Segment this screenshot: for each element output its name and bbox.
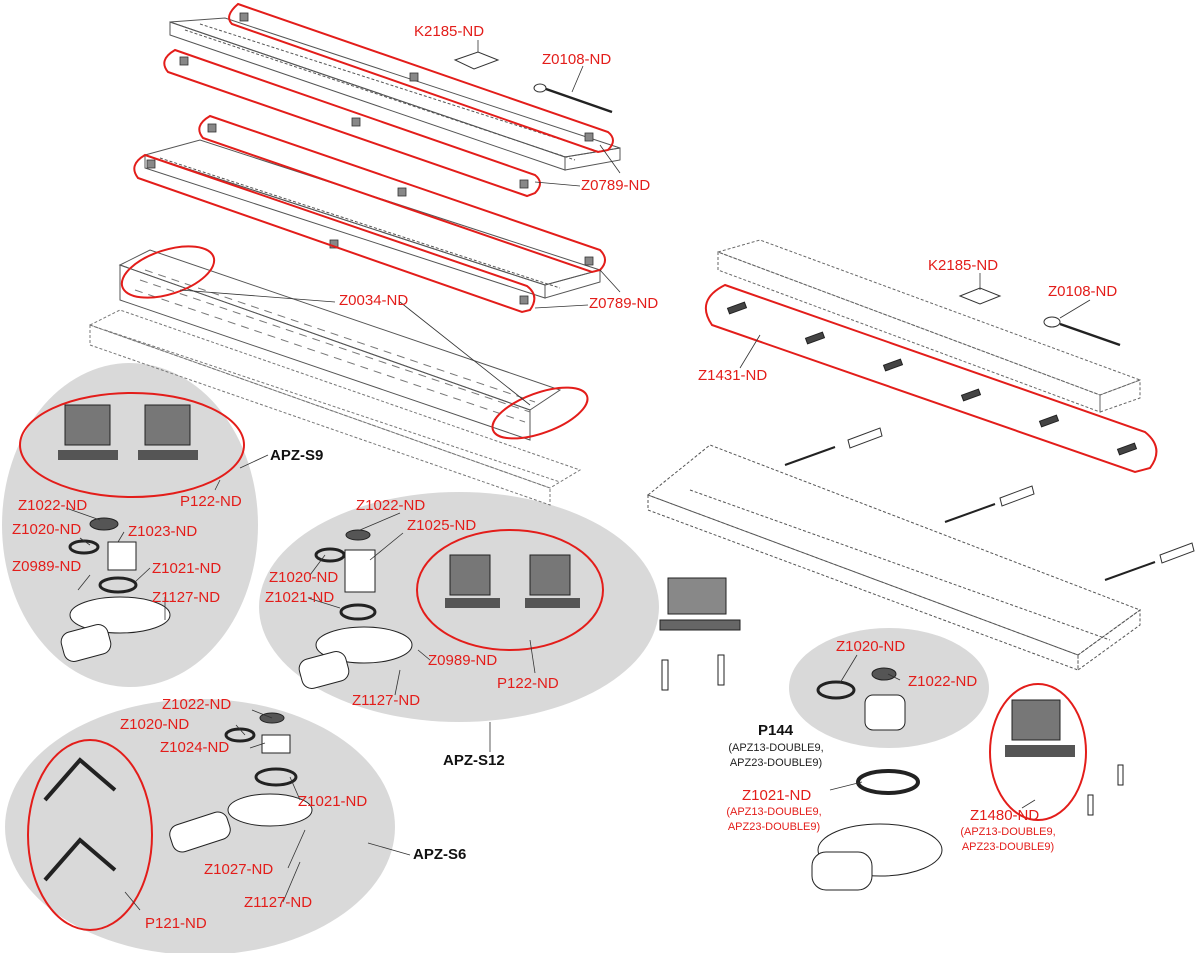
top-grate-frame <box>169 17 621 171</box>
label-s9-z1127: Z1127-ND <box>152 589 221 606</box>
group-p144: P144 <box>758 722 794 739</box>
label-s12-z1127: Z1127-ND <box>352 692 421 709</box>
highlight-bars-left <box>133 2 614 314</box>
label-s12-z1020: Z1020-ND <box>269 569 339 586</box>
key-plate-right <box>958 287 1121 347</box>
label-s12-z0989: Z0989-ND <box>428 652 498 669</box>
label-s6-z1027: Z1027-ND <box>204 861 274 878</box>
label-s9-z1022: Z1022-ND <box>18 497 88 514</box>
p144-note-line2: APZ23-DOUBLE9) <box>729 757 823 769</box>
label-s6-z1021: Z1021-ND <box>298 793 368 810</box>
label-k2185-top: K2185-ND <box>414 23 485 40</box>
label-p144-z1022: Z1022-ND <box>908 673 978 690</box>
group-apz-s12: APZ-S12 <box>443 752 505 769</box>
label-s12-z1022: Z1022-ND <box>356 497 426 514</box>
channel-body-left <box>88 309 582 506</box>
p144-panel <box>789 628 989 748</box>
label-s12-z1021: Z1021-ND <box>265 589 335 606</box>
loose-screws <box>1087 764 1124 816</box>
label-s6-z1127: Z1127-ND <box>244 894 313 911</box>
label-z0034: Z0034-ND <box>339 292 409 309</box>
s6-legs-oval <box>27 739 153 931</box>
label-s9-p122: P122-ND <box>180 493 242 510</box>
label-s6-p121: P121-ND <box>145 915 207 932</box>
right-leg-set <box>659 577 741 691</box>
z1480-oval <box>989 683 1087 821</box>
label-s6-z1020: Z1020-ND <box>120 716 190 733</box>
grate-ovals <box>120 245 589 440</box>
label-s9-z1023: Z1023-ND <box>128 523 198 540</box>
label-p144-z1020: Z1020-ND <box>836 638 906 655</box>
right-anchor-bar <box>704 283 1158 474</box>
label-s6-z1022: Z1022-ND <box>162 696 232 713</box>
label-s9-z0989: Z0989-ND <box>12 558 82 575</box>
label-z1480: Z1480-ND <box>970 807 1040 824</box>
leader-lines <box>65 40 1091 911</box>
s12-trap <box>298 529 413 689</box>
label-s12-z1025: Z1025-ND <box>407 517 477 534</box>
label-z0789-b: Z0789-ND <box>589 295 659 312</box>
clip-blocks <box>146 12 594 305</box>
z1480-note-line2: APZ23-DOUBLE9) <box>961 841 1055 853</box>
z1480-note-line1: (APZ13-DOUBLE9, <box>960 826 1056 838</box>
s12-legs-oval <box>416 529 604 651</box>
label-k2185-right: K2185-ND <box>928 257 999 274</box>
wall-plugs <box>784 427 1195 581</box>
label-z1021-right: Z1021-ND <box>742 787 812 804</box>
label-s9-z1021: Z1021-ND <box>152 560 222 577</box>
group-apz-s6: APZ-S6 <box>413 846 467 863</box>
z1021-note-line1: (APZ13-DOUBLE9, <box>726 806 822 818</box>
label-z0789-a: Z0789-ND <box>581 177 651 194</box>
anchor-clips <box>726 301 1138 456</box>
key-plate-top <box>453 51 613 114</box>
s6-trap <box>169 712 313 853</box>
s9-legs-oval <box>19 392 245 498</box>
label-z0108-right: Z0108-ND <box>1048 283 1118 300</box>
label-z0108-top: Z0108-ND <box>542 51 612 68</box>
group-apz-s9: APZ-S9 <box>270 447 324 464</box>
p144-note-line1: (APZ13-DOUBLE9, <box>728 742 824 754</box>
label-z1431: Z1431-ND <box>698 367 768 384</box>
z1021-note-line2: APZ23-DOUBLE9) <box>727 821 821 833</box>
label-s6-z1024: Z1024-ND <box>160 739 230 756</box>
label-s12-p122: P122-ND <box>497 675 559 692</box>
label-s9-z1020: Z1020-ND <box>12 521 82 538</box>
perforated-grate <box>118 249 562 441</box>
s9-trap <box>60 517 171 662</box>
right-frame <box>716 239 1142 413</box>
channel-body-right <box>647 444 1142 671</box>
p144-parts <box>811 667 943 891</box>
